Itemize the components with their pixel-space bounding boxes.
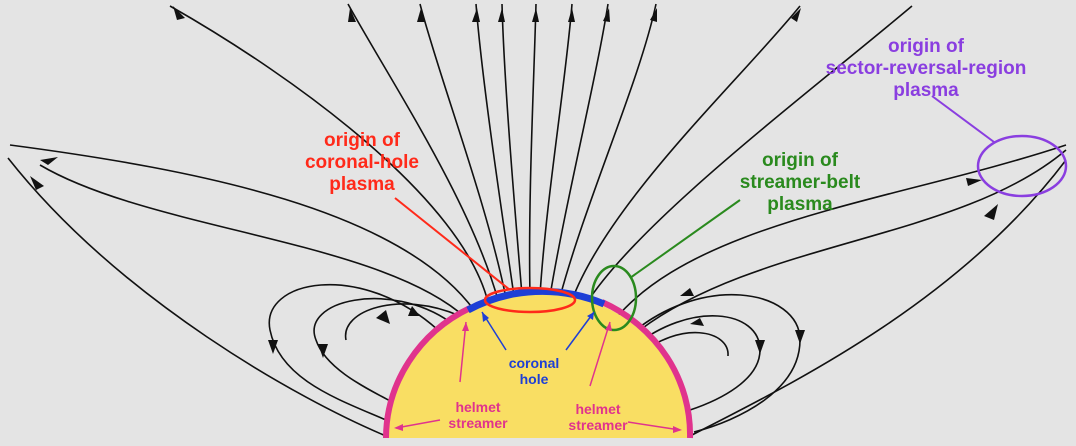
helmet-streamer-boundary-left <box>383 305 472 439</box>
arrow-icon <box>984 204 998 220</box>
arrow-icon <box>568 8 575 22</box>
sector-reversal-leader-line <box>931 95 995 143</box>
label-line: streamer <box>448 415 508 431</box>
arrow-icon <box>417 8 425 22</box>
open-field-line <box>539 3 573 296</box>
open-field-line <box>639 149 1067 331</box>
arrow-icon <box>587 312 594 320</box>
label-line: streamer-belt <box>740 172 861 193</box>
helmet-streamer-right-pointer-down <box>627 421 681 431</box>
arrow-icon <box>318 344 328 358</box>
coronal-hole-origin-ellipse <box>483 286 577 314</box>
label-coronal-hole-origin: origin of coronal-hole plasma <box>305 130 419 195</box>
field-arrows <box>173 6 801 22</box>
streamer-belt-leader-line <box>629 199 741 279</box>
label-coronal-hole: coronal hole <box>509 355 560 387</box>
arrow-icon <box>268 340 278 354</box>
label-line: hole <box>520 371 549 387</box>
annotation-arrows <box>394 311 682 433</box>
label-line: streamer <box>568 417 628 433</box>
open-field-line <box>571 5 801 301</box>
helmet-streamer-right-pointer-up <box>589 321 611 387</box>
sun <box>383 287 694 439</box>
closed-field-line <box>313 297 451 405</box>
label-line: plasma <box>329 174 395 195</box>
arrow-icon <box>532 8 539 22</box>
label-sector-reversal-origin: origin of sector-reversal-region plasma <box>826 36 1027 101</box>
arrow-icon <box>498 8 505 22</box>
label-line: plasma <box>767 194 833 215</box>
label-line: origin of <box>324 130 401 151</box>
coronal-hole-origin-marker <box>394 197 577 314</box>
coronal-hole-leader-line <box>394 197 511 291</box>
helmet-streamer-left-pointer-up <box>459 321 467 383</box>
arrow-icon <box>394 424 403 431</box>
coronal-hole-pointer-right <box>565 311 595 351</box>
sun-disk <box>386 292 690 438</box>
label-line: coronal <box>509 355 560 371</box>
closed-field-line <box>268 283 439 421</box>
magnetic-field-lines <box>7 3 1067 437</box>
label-helmet-streamer-right: helmet streamer <box>568 401 628 433</box>
closed-field-line <box>344 303 461 341</box>
label-line: origin of <box>888 36 965 57</box>
open-field-line <box>9 144 475 311</box>
helmet-streamer-left-pointer-down <box>395 419 441 429</box>
arrow-icon <box>680 288 694 296</box>
open-field-line <box>528 3 537 296</box>
label-line: helmet <box>575 401 620 417</box>
open-field-line <box>585 5 913 305</box>
arrow-icon <box>791 8 801 22</box>
arrow-icon <box>605 322 612 331</box>
arrow-icon <box>966 178 982 186</box>
arrow-icon <box>348 8 356 22</box>
open-field-line <box>559 3 657 298</box>
streamer-belt-origin-marker <box>590 199 741 332</box>
arrow-icon <box>795 330 805 344</box>
label-helmet-streamer-left: helmet streamer <box>448 399 508 431</box>
arrow-icon <box>408 306 420 316</box>
label-streamer-belt-origin: origin of streamer-belt plasma <box>740 150 861 215</box>
arrow-icon <box>650 8 657 22</box>
open-field-line <box>419 3 507 299</box>
arrow-icon <box>755 340 765 354</box>
streamer-belt-origin-ellipse <box>590 264 638 332</box>
arrow-icon <box>690 318 704 326</box>
arrow-icon <box>482 312 489 322</box>
arrow-icon <box>40 157 58 165</box>
open-field-line <box>475 3 515 297</box>
sector-reversal-origin-ellipse <box>976 134 1068 198</box>
open-field-line <box>549 3 609 297</box>
arrow-icon <box>472 8 480 22</box>
label-line: coronal-hole <box>305 152 419 173</box>
open-field-line <box>347 3 499 301</box>
sector-reversal-origin-marker <box>931 95 1068 198</box>
arrow-icon <box>673 426 682 433</box>
open-field-line <box>39 164 467 319</box>
arrow-icon <box>30 176 44 190</box>
label-line: plasma <box>893 80 959 101</box>
open-field-line <box>689 159 1067 437</box>
arrow-icon <box>462 322 469 331</box>
open-field-line <box>501 3 523 296</box>
open-field-line <box>615 144 1067 319</box>
coronal-hole-boundary <box>466 287 606 314</box>
arrow-icon <box>603 8 610 22</box>
arrow-icon <box>376 310 390 324</box>
arrow-icon <box>173 6 185 20</box>
label-line: sector-reversal-region <box>826 58 1027 79</box>
label-line: helmet <box>455 399 500 415</box>
open-field-line <box>7 157 387 437</box>
label-line: origin of <box>762 150 839 171</box>
helmet-streamer-boundary-right <box>600 299 694 439</box>
